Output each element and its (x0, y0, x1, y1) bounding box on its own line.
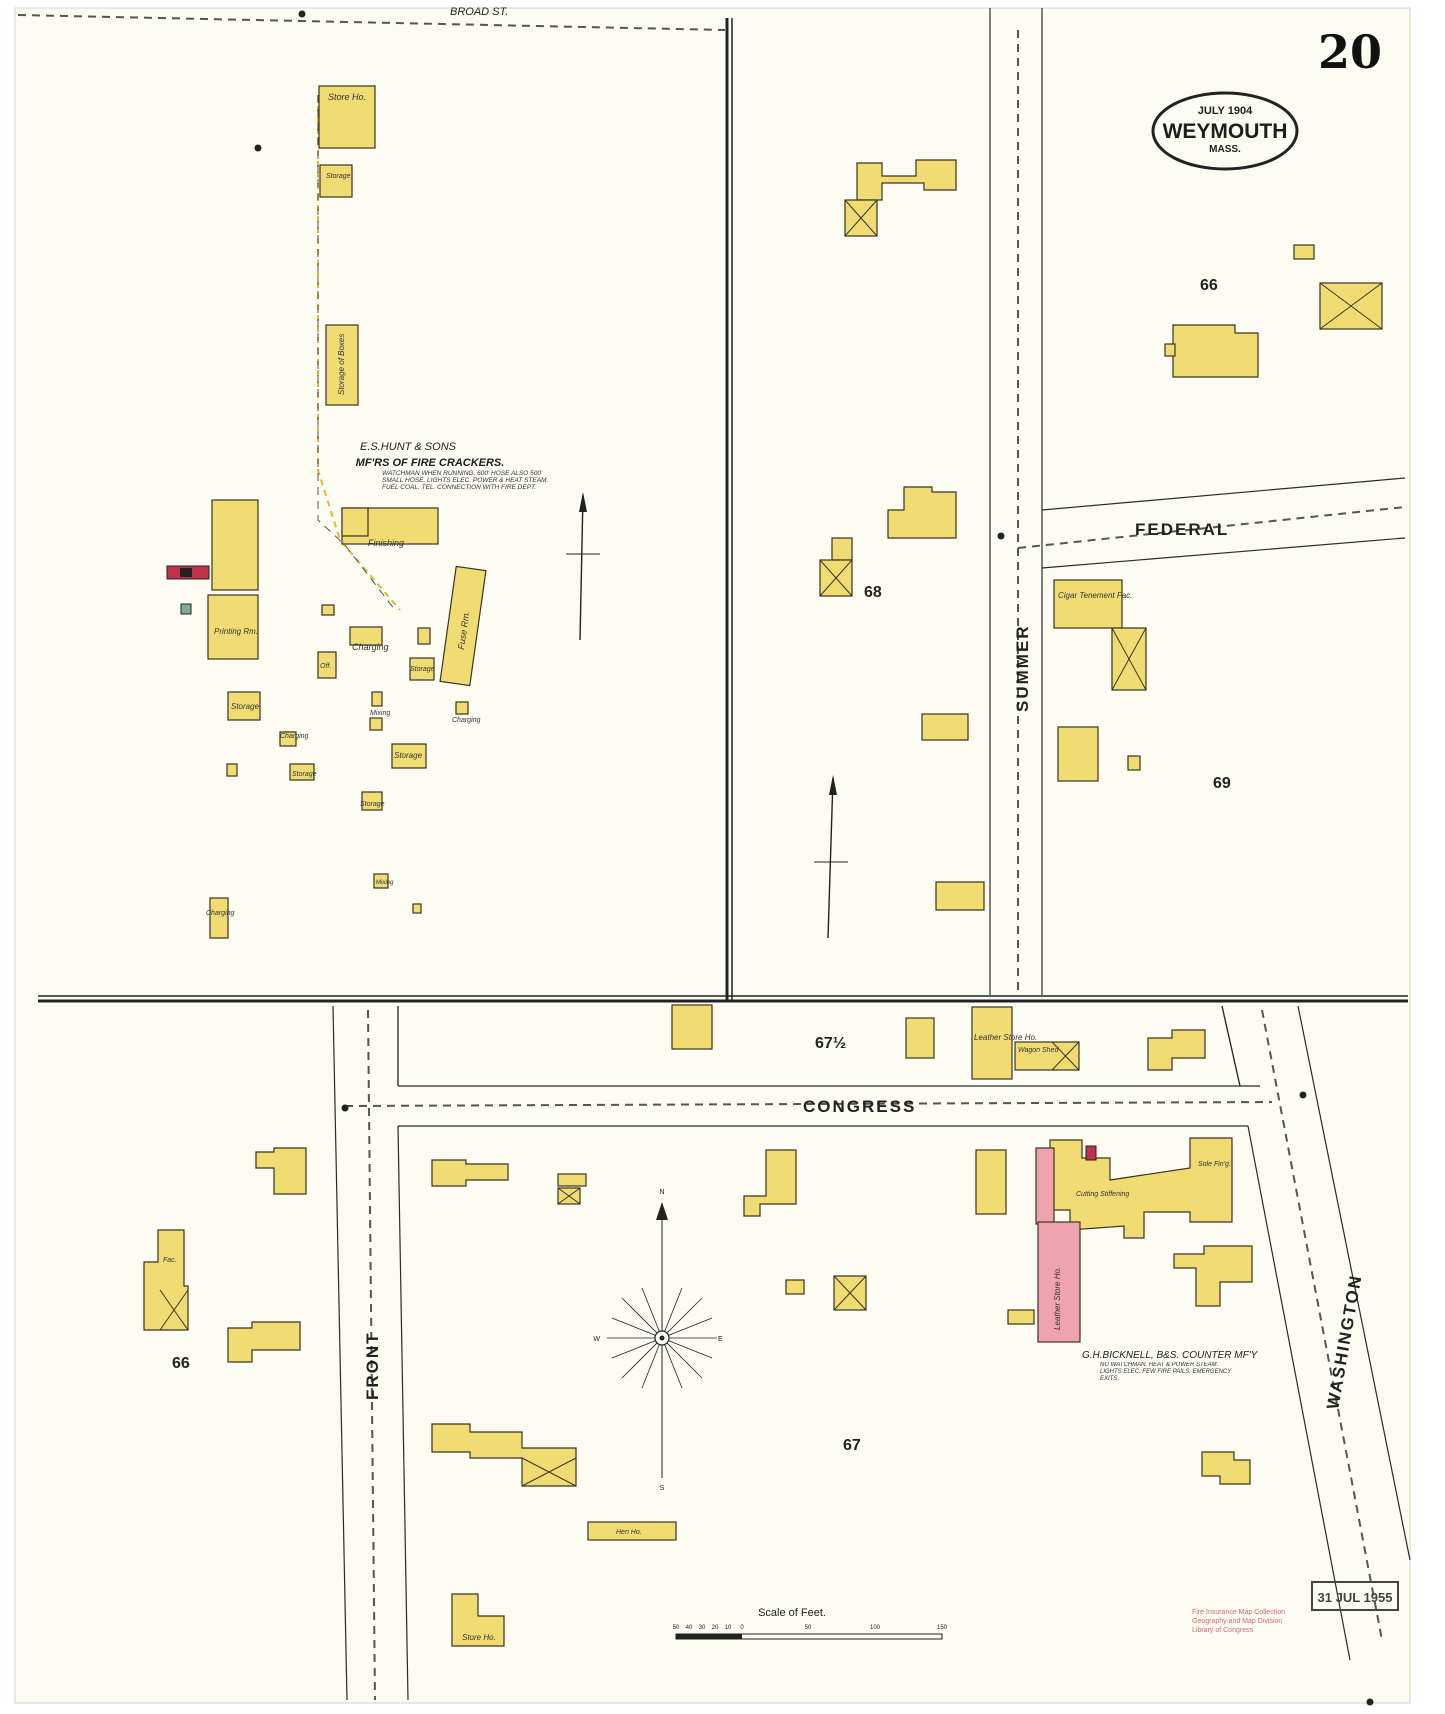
label-wagon-shed: Wagon Shed (1018, 1047, 1059, 1054)
hunt-firm-subtitle: MF'RS OF FIRE CRACKERS. (356, 457, 505, 469)
block-66-bottom: 66 (172, 1355, 190, 1372)
label-charging-3: Charging (280, 733, 309, 740)
state-name: MASS. (1209, 144, 1241, 155)
compass-s: S (660, 1485, 665, 1492)
label-cutting: Cutting Stiffening (1076, 1191, 1129, 1198)
summer-street: SUMMER (989, 8, 1043, 995)
block-68-buildings (819, 159, 985, 911)
label-cigar-tenement: Cigar Tenement Fac. (1058, 591, 1132, 600)
compass-n: N (659, 1189, 664, 1196)
map-date: JULY 1904 (1198, 105, 1253, 117)
label-printing: Printing Rm. (214, 627, 258, 636)
block-67-half-outline (397, 1005, 1241, 1087)
label-off: Off. (320, 663, 331, 670)
scale-tick-label: 0 (740, 1625, 744, 1631)
broad-street: BROAD ST. (17, 6, 726, 31)
block-67: 67 (843, 1437, 861, 1454)
label-storage-6: Storage (360, 801, 385, 808)
block-69: 69 (1213, 775, 1231, 792)
scale-tick-label: 40 (686, 1625, 693, 1631)
scale-tick-label: 30 (699, 1625, 706, 1631)
section-dividers (38, 18, 1408, 1003)
block-67-half-buildings: Leather Store Ho. Wagon Shed (671, 1004, 1206, 1080)
broad-street-label: BROAD ST. (450, 6, 508, 18)
bicknell-firm-title: G.H.BICKNELL, B&S. COUNTER MF'Y (1082, 1350, 1259, 1361)
hunt-firm-title: E.S.HUNT & SONS (360, 441, 457, 453)
block-69-buildings: Cigar Tenement Fac. (1053, 579, 1147, 782)
label-charging-2: Charging (452, 717, 481, 724)
label-storage-1: Storage (326, 173, 351, 180)
block-67-half: 67½ (815, 1035, 846, 1052)
scale-title: Scale of Feet. (758, 1607, 826, 1619)
compass-w: W (593, 1336, 600, 1343)
summer-street-label: SUMMER (1013, 624, 1032, 712)
label-leather-store-1: Leather Store Ho. (974, 1033, 1037, 1042)
label-mixing-2: Mixing (376, 880, 394, 886)
scale-tick-label: 20 (712, 1625, 719, 1631)
stamp-date: 31 JUL 1955 (1318, 1590, 1393, 1605)
block-66-bottom-buildings: Fac. (143, 1147, 307, 1363)
congress-street: CONGRESS (344, 1085, 1273, 1127)
label-storage-5: Storage (292, 771, 317, 778)
label-hen-ho: Hen Ho. (616, 1529, 642, 1536)
label-store-ho-1: Store Ho. (328, 92, 366, 102)
block-67-buildings: Hen Ho. Store Ho. Leather Store Ho. Cutt… (431, 1137, 1259, 1647)
sheet-number: 20 (1318, 25, 1382, 79)
block-numbers: 66 68 69 67½ 67 66 (172, 277, 1231, 1454)
federal-street: FEDERAL (1017, 477, 1406, 569)
lc-credit-line-1: Fire Insurance Map Collection (1192, 1609, 1285, 1616)
title-cartouche: JULY 1904 WEYMOUTH MASS. (1151, 91, 1299, 171)
scale-tick-label: 50 (805, 1625, 812, 1631)
label-finishing: Finishing (368, 538, 404, 548)
bicknell-firm-note: NO WATCHMAN. HEAT & POWER STEAM. LIGHTS … (1100, 1362, 1232, 1382)
lc-credit: Fire Insurance Map Collection Geography … (1192, 1609, 1285, 1634)
scale-tick-label: 100 (870, 1625, 881, 1631)
label-mixing-1: Mixing (370, 710, 390, 717)
compass-e: E (718, 1336, 723, 1343)
hunt-firm-note: WATCHMAN WHEN RUNNING. 600' HOSE ALSO 50… (382, 470, 549, 491)
town-name: WEYMOUTH (1163, 120, 1288, 143)
hunt-factory: Store Ho. Storage Storage of Boxes Finis… (166, 85, 549, 939)
label-storage-2: Storage (410, 666, 435, 673)
label-fac: Fac. (163, 1257, 177, 1264)
scale-tick-label: 150 (937, 1625, 948, 1631)
label-storage-4: Storage (394, 751, 423, 760)
block-68: 68 (864, 584, 882, 601)
label-storage-3: Storage (231, 702, 260, 711)
scale-tick-label: 10 (725, 1625, 732, 1631)
north-arrow-left (566, 492, 600, 641)
block-66-top: 66 (1200, 277, 1218, 294)
lc-credit-line-2: Geography and Map Division (1192, 1618, 1282, 1625)
congress-street-label: CONGRESS (803, 1097, 916, 1116)
label-charging-1: Charging (352, 642, 389, 652)
label-sole-finishing: Sole Fin'g. (1198, 1161, 1231, 1168)
block-66-top-buildings (1164, 244, 1383, 378)
label-leather-store-2: Leather Store Ho. (1053, 1267, 1062, 1330)
receipt-stamp: 31 JUL 1955 (1311, 1581, 1399, 1611)
scale-tick-label: 50 (673, 1625, 680, 1631)
label-charging-4: Charging (206, 910, 235, 917)
lc-credit-line-3: Library of Congress (1192, 1627, 1254, 1634)
label-store-ho-2: Store Ho. (462, 1633, 496, 1642)
north-arrow-right (814, 775, 848, 939)
compass-rose: N S W E (593, 1189, 723, 1492)
front-street-label: FRONT (363, 1331, 382, 1400)
front-street: FRONT (332, 1005, 409, 1701)
label-storage-boxes: Storage of Boxes (337, 334, 346, 395)
federal-street-label: FEDERAL (1135, 520, 1229, 539)
